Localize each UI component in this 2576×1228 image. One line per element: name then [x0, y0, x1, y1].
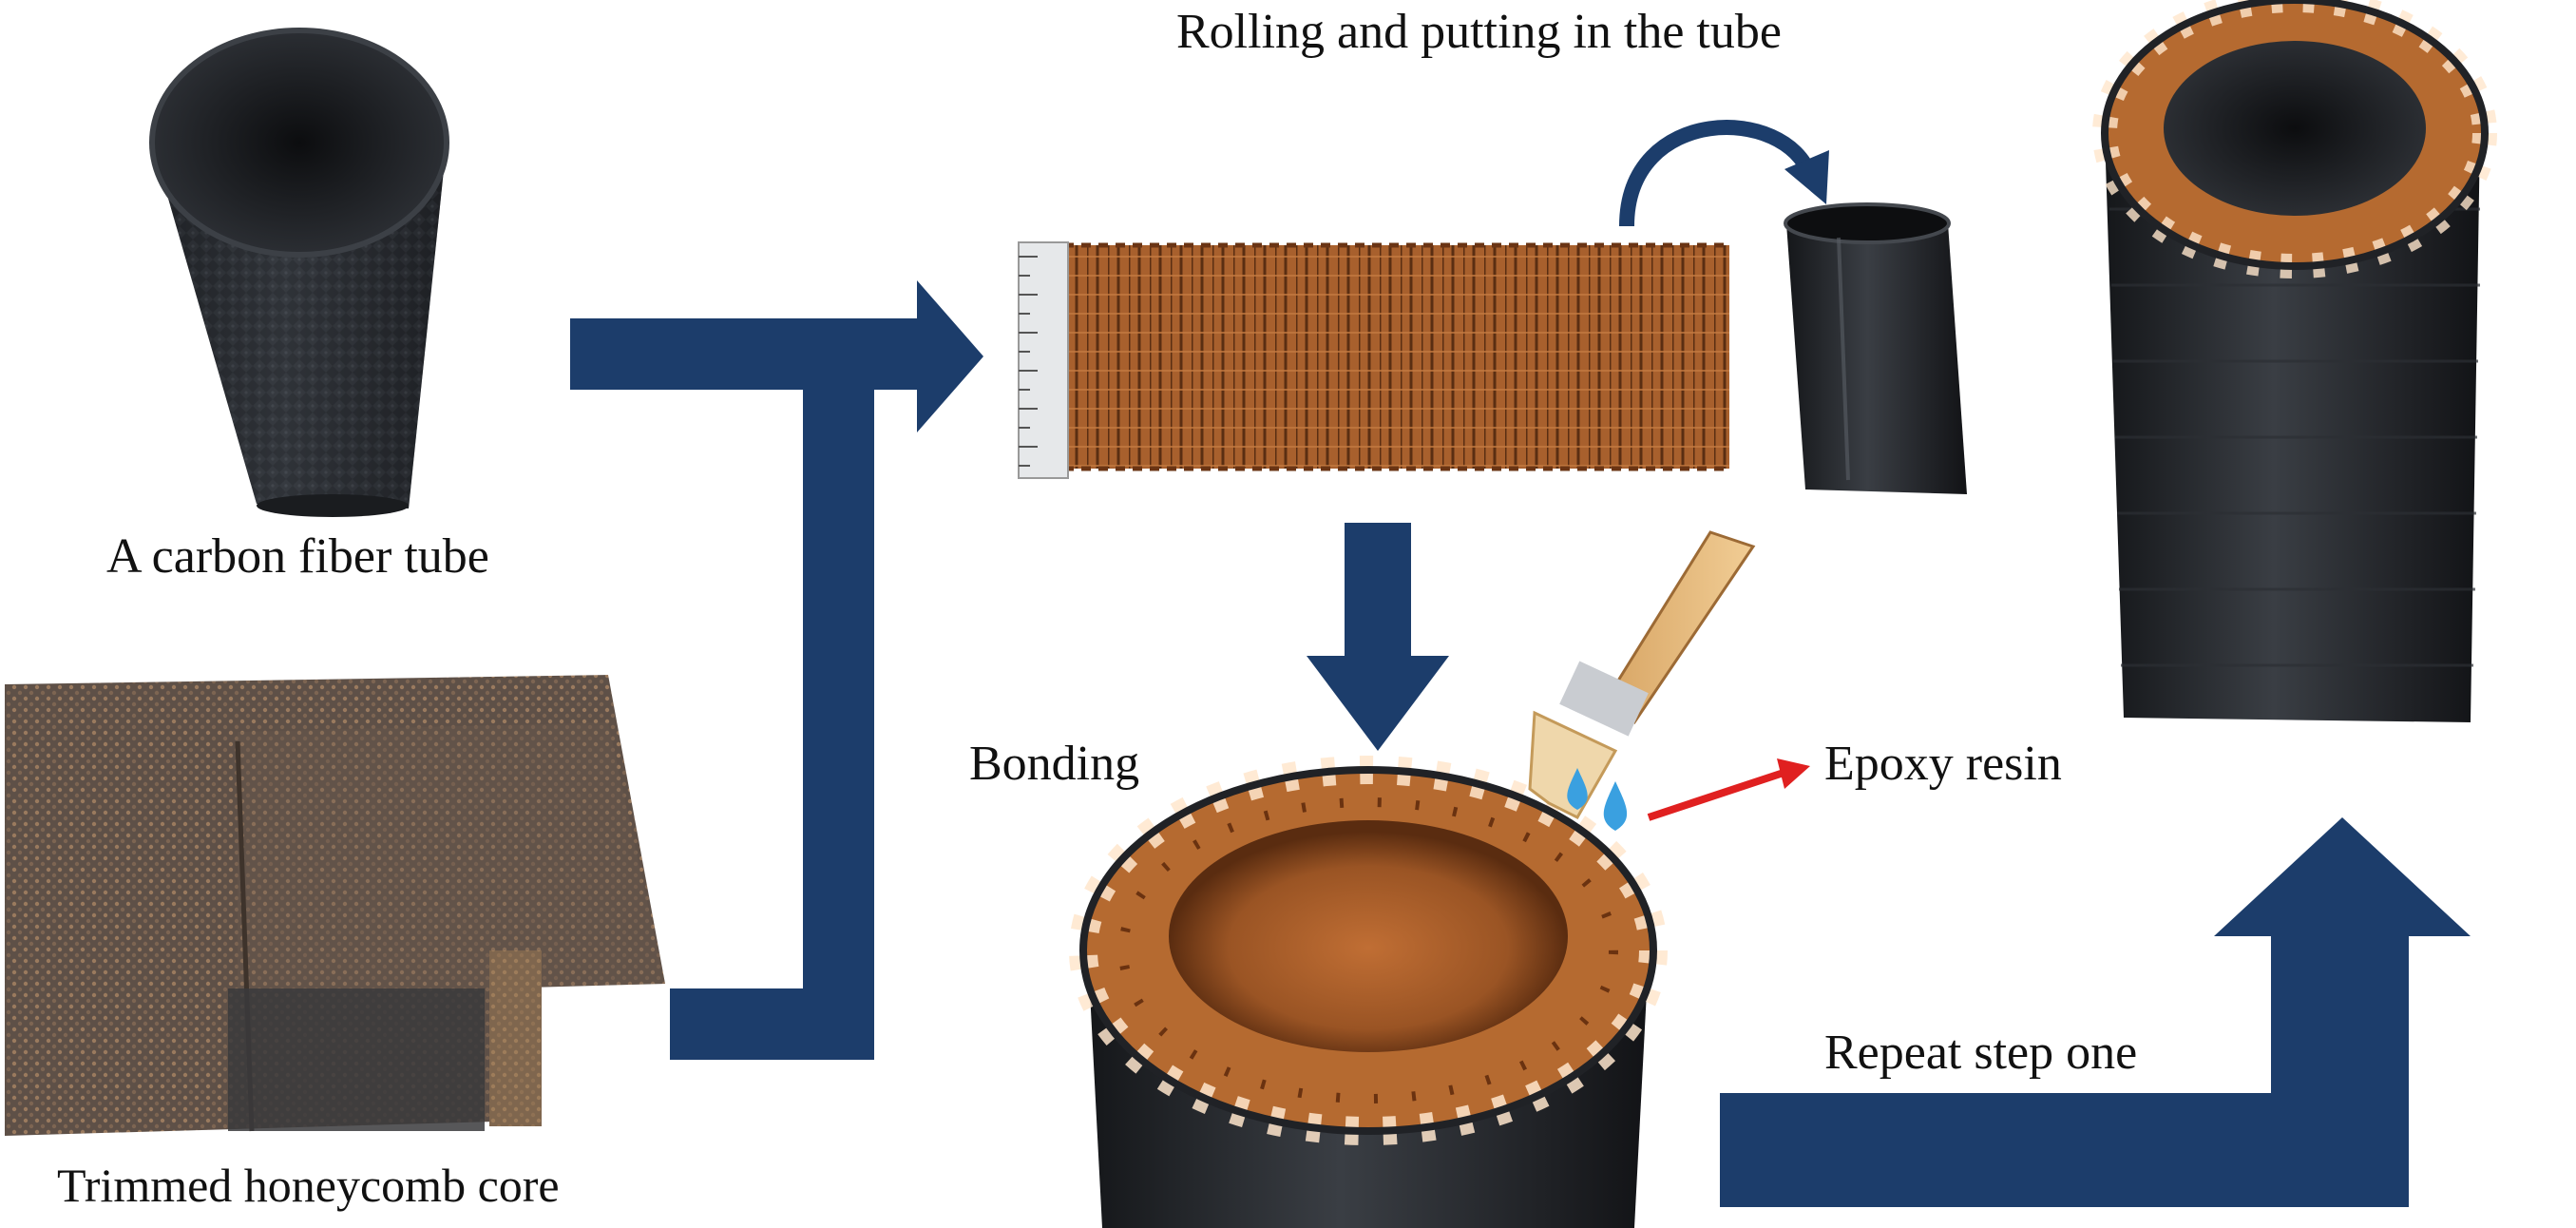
- bonding-down-arrow: [1307, 523, 1449, 751]
- label-bonding: Bonding: [969, 737, 1140, 791]
- rolling-curved-arrow: [1619, 120, 1829, 227]
- epoxy-pointer-arrow: [1647, 758, 1810, 821]
- honeycomb-core-image: [5, 675, 665, 1136]
- label-epoxy: Epoxy resin: [1824, 737, 2062, 791]
- bonded-core-image: [1069, 756, 1668, 1228]
- label-rolling: Rolling and putting in the tube: [1176, 5, 1782, 59]
- honeycomb-strip-image: [1018, 241, 1729, 479]
- small-carbon-tube-image: [1784, 202, 1967, 494]
- paint-brush-icon: [1528, 530, 1756, 819]
- resin-drop-icon: [1567, 768, 1628, 831]
- final-product-image: [2092, 0, 2497, 722]
- process-arrow-1: [570, 280, 983, 1060]
- label-carbon-tube: A carbon fiber tube: [106, 529, 489, 584]
- carbon-tube-image: [149, 28, 449, 517]
- label-repeat: Repeat step one: [1824, 1026, 2138, 1080]
- repeat-arrow: [1720, 817, 2471, 1207]
- label-honeycomb-core: Trimmed honeycomb core: [57, 1159, 560, 1212]
